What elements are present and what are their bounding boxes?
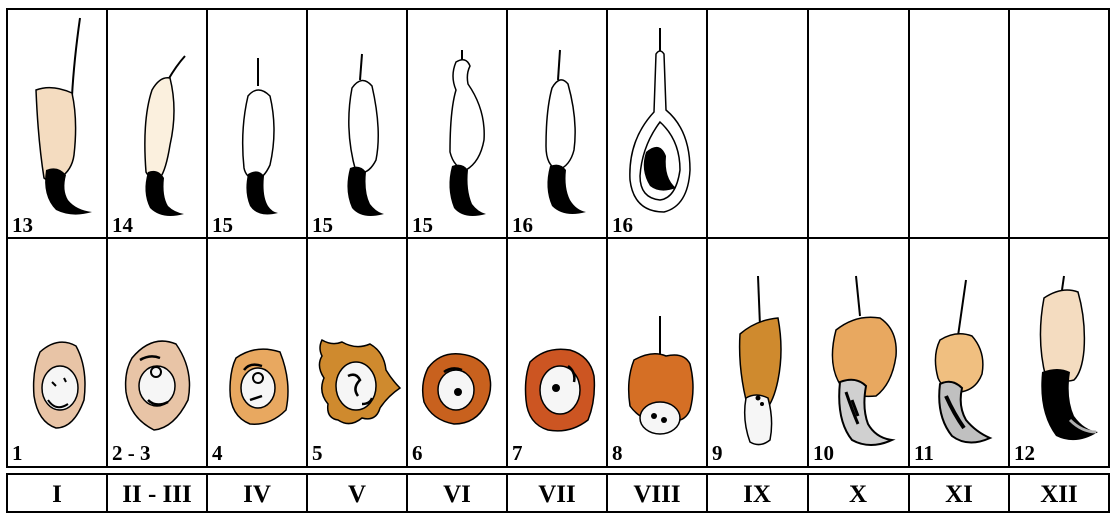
bottom-cell-number: 9 (712, 441, 723, 465)
stage-label: IX (743, 481, 771, 508)
spermatid-cell-4 (230, 349, 288, 424)
spermatozoon-cell-14 (145, 56, 185, 216)
spermatid-cell-6 (423, 354, 491, 424)
spermatid-cell-8 (629, 316, 693, 434)
bottom-cell-number: 5 (312, 441, 323, 465)
stage-label: XI (945, 481, 973, 508)
spermatozoon-cell-15b (347, 54, 384, 216)
top-cell-number: 15 (412, 213, 433, 237)
stage-label: II - III (122, 481, 191, 508)
top-cell-number: 13 (12, 213, 33, 237)
spermatozoon-cell-16b (630, 28, 690, 212)
spermatid-cell-2-3 (126, 341, 190, 430)
spermatid-cell-5 (319, 340, 400, 424)
stage-label: VI (443, 481, 471, 508)
stage-label: IV (243, 481, 271, 508)
spermatid-cell-11 (935, 280, 990, 443)
stage-label: VII (538, 481, 576, 508)
spermatid-cell-1 (34, 342, 85, 428)
spermatid-cell-7 (526, 349, 595, 431)
bottom-cell-number: 7 (512, 441, 523, 465)
stage-label: I (52, 481, 62, 508)
top-cell-number: 14 (112, 213, 134, 237)
stage-label: X (849, 481, 867, 508)
top-cell-number: 16 (512, 213, 533, 237)
spermatozoon-cell-12 (1040, 276, 1098, 440)
top-cell-number: 15 (312, 213, 333, 237)
bottom-cell-number: 10 (813, 441, 834, 465)
top-cell-number: 15 (212, 213, 233, 237)
bottom-cell-number: 1 (12, 441, 23, 465)
spermatozoon-cell-15c (449, 50, 486, 216)
spermatid-cell-9 (740, 276, 781, 445)
bottom-cell-number: 12 (1014, 441, 1035, 465)
spermatid-cell-10 (832, 276, 896, 445)
spermatozoon-cell-16a (546, 50, 586, 214)
bottom-cell-number: 2 - 3 (112, 441, 151, 465)
stage-label: XII (1040, 481, 1078, 508)
bottom-cell-number: 11 (914, 441, 934, 465)
stage-label: VIII (633, 481, 680, 508)
spermatozoon-cell-15a (243, 58, 278, 214)
bottom-cell-number: 8 (612, 441, 623, 465)
bottom-cell-number: 6 (412, 441, 423, 465)
top-cell-number: 16 (612, 213, 633, 237)
bottom-cell-number: 4 (212, 441, 223, 465)
spermatozoon-cell-13 (36, 18, 92, 215)
stage-label: V (348, 481, 366, 508)
